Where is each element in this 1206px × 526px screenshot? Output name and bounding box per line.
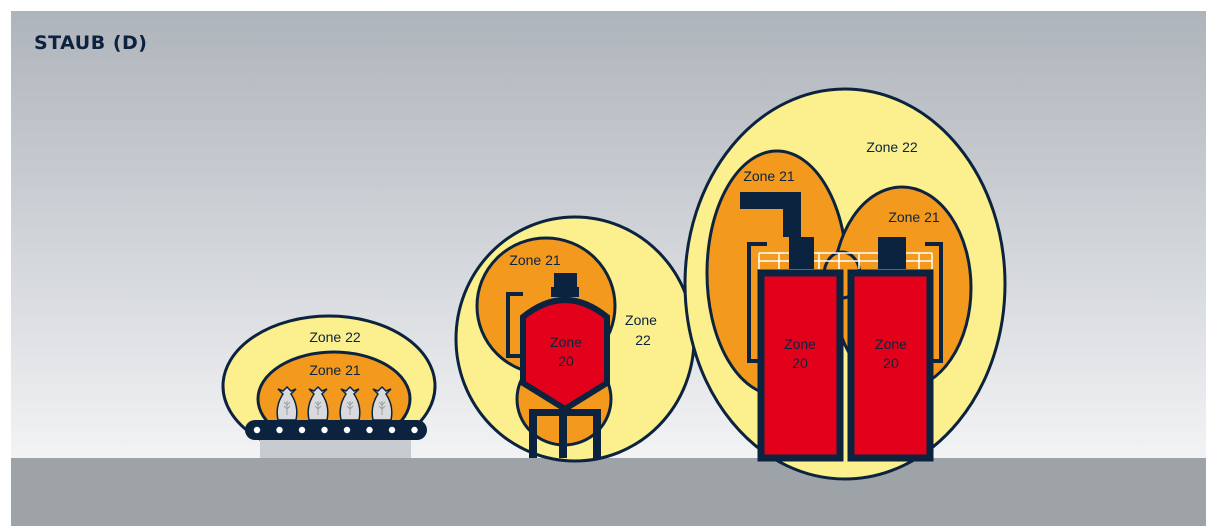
sack-icon	[339, 385, 361, 421]
conveyor-belt	[245, 420, 427, 440]
silo-leg	[593, 411, 601, 458]
roller-dot	[366, 426, 373, 434]
silo-hatch	[554, 273, 577, 289]
conveyor-rollers	[253, 426, 418, 434]
right-silo-hatch	[878, 237, 906, 269]
hazard-zone-diagram: Zone 22 Zone 21 Zone 21 Zone 20 Zone 22	[11, 11, 1206, 526]
left-zone-21-label: Zone 21	[743, 168, 795, 184]
silo-zone-20-label-line2: 20	[558, 353, 574, 369]
right-silo-vessel	[847, 269, 934, 462]
silo-leg	[559, 411, 567, 458]
right-zone-21-label: Zone 21	[888, 209, 940, 225]
left-zone-20-label-line2: 20	[792, 355, 808, 371]
left-zone-20-label-line1: Zone	[784, 336, 816, 352]
conveyor-zone-21-label: Zone 21	[309, 362, 361, 378]
left-silo-hatch	[789, 237, 814, 269]
right-zone-20-label-line2: 20	[883, 355, 899, 371]
silo-vessel	[520, 297, 610, 413]
left-pipe	[747, 242, 767, 363]
sack-icon	[307, 385, 329, 421]
roller-dot	[388, 426, 396, 434]
zone-22-label: Zone 22	[866, 139, 918, 155]
silo-zone-22-label-line2: 22	[635, 332, 651, 348]
conveyor-scene: Zone 22 Zone 21	[221, 314, 437, 458]
roller-dot	[343, 426, 351, 434]
sack-icon	[371, 385, 393, 421]
silo-neck	[551, 287, 579, 297]
silo-scene: Zone 21 Zone 20 Zone 22	[454, 215, 696, 463]
right-pipe	[925, 242, 943, 363]
roller-dot	[253, 426, 261, 434]
silo-zone-20-label-line1: Zone	[550, 334, 582, 350]
silo-leg	[529, 411, 537, 458]
roller-dot	[411, 426, 418, 434]
discharge-pipe	[740, 192, 801, 237]
right-zone-20-label-line1: Zone	[875, 336, 907, 352]
left-silo-vessel	[757, 269, 844, 462]
page-title: STAUB (D)	[34, 32, 148, 54]
diagram-canvas: Zone 22 Zone 21 Zone 21 Zone 20 Zone 22	[11, 11, 1206, 526]
conveyor-zone-22-label: Zone 22	[309, 329, 361, 345]
conveyor-support	[260, 436, 411, 458]
ground	[11, 458, 1206, 526]
roller-dot	[321, 426, 328, 434]
silo-zone-21-label: Zone 21	[509, 252, 561, 268]
sacks	[276, 385, 393, 421]
sack-icon	[276, 385, 298, 421]
roller-dot	[298, 426, 306, 434]
silo-pipe	[506, 292, 528, 358]
silo-zone-22-label-line1: Zone	[625, 312, 657, 328]
twin-silo-scene: Zone 22 Zone 21 Zone 21 Zone 20 Zone 20	[683, 87, 1007, 481]
roller-dot	[276, 426, 283, 434]
